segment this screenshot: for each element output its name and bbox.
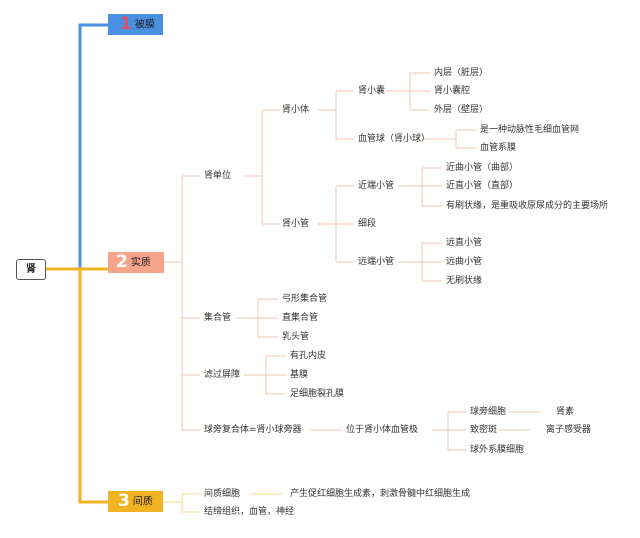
node-renal-corpuscle: 肾小体 (282, 105, 310, 115)
branch-label: 实质 (130, 257, 151, 269)
node-glomerulus: 血管球（肾小球） (358, 134, 431, 144)
node-papillary-duct: 乳头管 (282, 332, 310, 342)
node-fenestrated-endothelium: 有孔内皮 (290, 351, 327, 361)
node-capsule-cavity: 肾小囊腔 (434, 86, 471, 96)
node-mesangium: 血管系膜 (480, 143, 517, 153)
node-distal-tubule: 远端小管 (358, 257, 395, 267)
node-juxtaglomerular-complex: 球旁复合体=肾小球旁器 (204, 425, 302, 435)
node-extraglomerular-mesangial: 球外系膜细胞 (470, 445, 525, 455)
node-brush-border: 有刷状缘，是重吸收原尿成分的主要场所 (446, 201, 609, 211)
branch-number: 3 (118, 491, 130, 511)
node-connective-tissue: 结缔组织，血管，神经 (204, 507, 295, 517)
branch-label: 被膜 (134, 19, 155, 31)
node-juxtaglomerular-cells: 球旁细胞 (470, 407, 507, 417)
node-macula-densa: 致密斑 (470, 425, 498, 435)
node-erythropoietin: 产生促红细胞生成素，刺激骨髓中红细胞生成 (290, 489, 471, 499)
root-node-kidney: 肾 (16, 259, 46, 280)
branch-number: 1 (120, 14, 132, 34)
node-proximal-tubule: 近端小管 (358, 181, 395, 191)
node-vascular-pole: 位于肾小体血管极 (346, 425, 419, 435)
node-interstitial-cells: 间质细胞 (204, 489, 241, 499)
node-no-brush-border: 无刷状缘 (446, 276, 483, 286)
node-arched-collecting: 弓形集合管 (282, 294, 328, 304)
node-thin-segment: 细段 (358, 219, 377, 229)
node-renin: 肾素 (556, 407, 575, 417)
branch-number: 2 (116, 252, 128, 272)
branch-label: 间质 (132, 496, 153, 508)
node-glomerulus-desc: 是一种动脉性毛细血管网 (480, 125, 580, 135)
node-filtration-barrier: 滤过屏障 (204, 370, 241, 380)
node-distal-convoluted: 远曲小管 (446, 257, 483, 267)
node-inner-layer: 内层（脏层） (434, 68, 489, 78)
node-nephron: 肾单位 (204, 171, 232, 181)
node-proximal-straight: 近直小管（直部） (446, 181, 519, 191)
node-basement-membrane: 基膜 (290, 370, 309, 380)
node-proximal-convoluted: 近曲小管（曲部） (446, 163, 519, 173)
node-straight-collecting: 直集合管 (282, 313, 319, 323)
node-collecting-duct: 集合管 (204, 313, 232, 323)
node-slit-membrane: 足细胞裂孔膜 (290, 389, 345, 399)
node-renal-capsule: 肾小囊 (358, 86, 386, 96)
node-renal-tubule: 肾小管 (282, 219, 310, 229)
node-ion-receptor: 离子感受器 (546, 425, 592, 435)
node-distal-straight: 远直小管 (446, 238, 483, 248)
node-outer-layer: 外层（壁层） (434, 105, 489, 115)
